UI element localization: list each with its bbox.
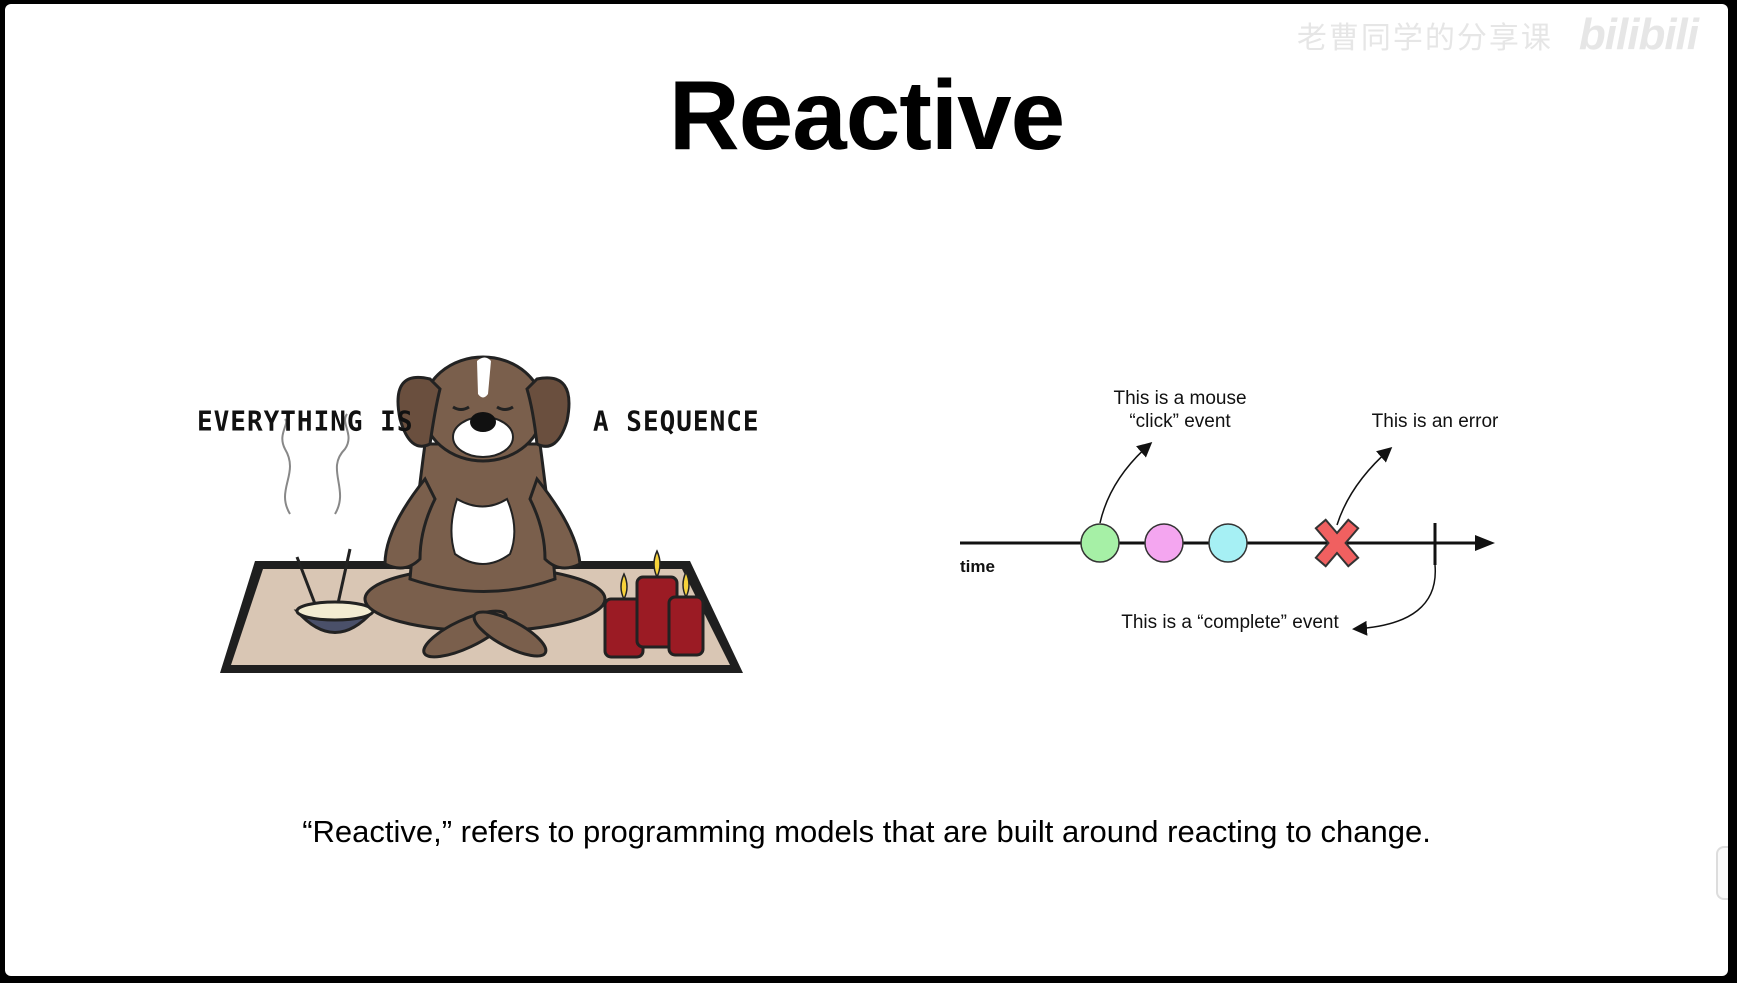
dog-foot-right	[472, 610, 548, 658]
timeline-arrowhead	[1475, 535, 1495, 551]
dog-eye-left	[452, 405, 470, 411]
smoke-2	[334, 413, 350, 515]
illustration-text-right: A SEQUENCE	[593, 406, 760, 438]
bilibili-logo: bilibili	[1578, 10, 1699, 59]
smoke-1	[281, 418, 291, 515]
error-annotation: This is an error	[1371, 411, 1499, 432]
side-scroll-handle[interactable]	[1716, 846, 1728, 900]
flame-1	[620, 572, 628, 601]
slide: 老曹同学的分享课 bilibili Reactive	[5, 4, 1728, 976]
error-annotation-arrow	[1336, 447, 1393, 526]
marble-click-event	[1080, 523, 1120, 563]
watermark-uploader: 老曹同学的分享课	[1296, 22, 1553, 55]
dog-eye-right	[496, 405, 514, 411]
marble-event-3	[1208, 523, 1248, 563]
illustration-text-left: EVERYTHING IS	[197, 406, 414, 438]
click-annotation-line2: “click” event	[1129, 411, 1231, 432]
dog-ear-right	[525, 376, 571, 448]
error-marker	[1314, 518, 1360, 568]
candle-3	[667, 595, 705, 657]
dog-arm-left	[383, 476, 437, 570]
slide-title: Reactive	[668, 60, 1065, 170]
complete-annotation: This is a “complete” event	[1121, 612, 1339, 633]
complete-annotation-arrow	[1352, 564, 1436, 636]
flame-3	[682, 570, 690, 599]
meditating-dog-illustration	[220, 355, 743, 673]
dog-chest	[450, 497, 516, 565]
click-annotation-line1: This is a mouse	[1113, 388, 1247, 409]
time-axis-label: time	[960, 557, 995, 576]
dog-arm-right	[528, 475, 582, 570]
marble-event-2	[1144, 523, 1184, 563]
marble-diagram	[960, 442, 1495, 636]
dog-ear-left	[396, 376, 442, 448]
click-annotation: This is a mouse “click” event	[1075, 387, 1285, 433]
watermark: 老曹同学的分享课 bilibili	[1296, 10, 1699, 60]
flame-2	[653, 549, 661, 579]
click-annotation-arrow	[1099, 442, 1153, 524]
dog-nose	[470, 412, 496, 432]
slide-caption: “Reactive,” refers to programming models…	[302, 814, 1431, 849]
dog-blaze	[477, 357, 491, 398]
